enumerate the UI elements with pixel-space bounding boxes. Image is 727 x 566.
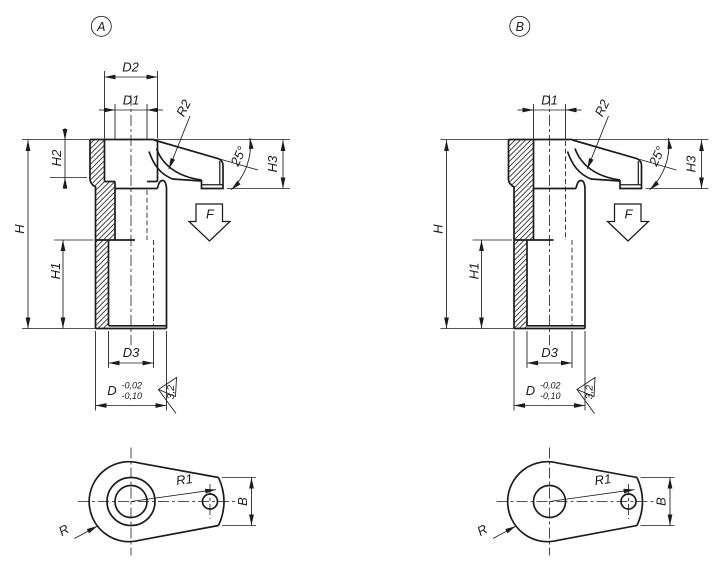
d2-extension-lines — [104, 71, 158, 139]
h1-label: H1 — [48, 263, 63, 280]
cam-underside-curve-2 — [148, 151, 202, 182]
d3-label: D3 — [123, 345, 140, 360]
r-leader — [492, 525, 517, 539]
left-wall — [89, 140, 97, 329]
nose-tangent-lines — [139, 462, 219, 542]
surface-finish-icon — [157, 376, 177, 398]
d1-label: D1 — [123, 93, 140, 108]
variant-a: A — [12, 15, 290, 556]
r-leader — [74, 525, 98, 539]
variant-b: B D1 — [431, 15, 709, 556]
force-label: F — [625, 207, 634, 222]
force-label: F — [206, 207, 215, 222]
nose-tangent-lines — [558, 462, 638, 542]
cam-underside-curve-1 — [155, 148, 202, 181]
d-label: D — [107, 383, 116, 398]
d1-label: D1 — [541, 93, 558, 108]
r1-leader — [130, 488, 217, 502]
fillet-and-right-wall — [575, 179, 586, 329]
surface-finish-icon — [576, 376, 596, 398]
d-label: D — [526, 383, 535, 398]
d-tolerance-upper: -0,02 — [122, 381, 143, 391]
surface-roughness-value: 3,2 — [165, 385, 177, 400]
angle-arc — [230, 137, 254, 191]
d3-label: D3 — [541, 345, 558, 360]
variant-a-circle — [90, 15, 112, 37]
body-circle — [506, 460, 559, 543]
r2-label: R2 — [173, 97, 194, 119]
b-label: B — [654, 497, 669, 506]
d-tolerance-lower: -0,10 — [540, 391, 561, 401]
left-wall — [507, 140, 515, 329]
r-label: R — [474, 521, 490, 539]
body-circle — [88, 460, 141, 543]
r1-label: R1 — [175, 471, 194, 488]
angle-label: 25° — [645, 144, 668, 169]
force-arrow — [187, 203, 232, 242]
front-view-b: D1 R2 25° H3 H H1 F D3 D -0,02 -0,10 — [431, 93, 709, 414]
r-label: R — [56, 521, 72, 539]
r1-leader — [549, 488, 635, 502]
angle-label: 25° — [227, 144, 250, 169]
r2-leader — [586, 115, 609, 170]
variant-b-circle — [509, 15, 531, 37]
section-hatch — [90, 140, 115, 328]
fillet-and-right-wall — [156, 179, 168, 329]
d2-label: D2 — [122, 60, 139, 75]
front-view-a: D2 D1 R2 25° H3 H2 H H1 F — [12, 60, 290, 414]
surface-finish-tail — [576, 389, 595, 414]
d-tolerance-lower: -0,10 — [122, 391, 143, 401]
d-extension-lines — [513, 331, 586, 411]
angle-arc — [649, 137, 673, 191]
h-label: H — [12, 224, 27, 234]
bottom-view-b: R1 R B — [474, 447, 675, 556]
surface-roughness-value: 3,2 — [584, 385, 596, 400]
surface-finish-tail — [158, 389, 177, 414]
force-arrow — [605, 203, 651, 242]
h-label: H — [431, 224, 446, 234]
r2-leader — [168, 115, 191, 170]
variant-b-letter: B — [516, 20, 524, 34]
h2-label: H2 — [49, 149, 64, 166]
r1-label: R1 — [594, 471, 613, 488]
d-tolerance-upper: -0,02 — [540, 381, 561, 391]
r2-label: R2 — [592, 97, 613, 119]
cam-underside-curve-1 — [574, 148, 621, 181]
b-label: B — [235, 497, 250, 506]
cam-underside-curve-2 — [566, 151, 621, 182]
d-extension-lines — [95, 331, 167, 411]
variant-a-letter: A — [96, 20, 105, 34]
h3-label: H3 — [265, 155, 280, 172]
h1-label: H1 — [467, 263, 482, 280]
section-hatch — [508, 140, 534, 328]
h3-label: H3 — [684, 155, 699, 172]
bottom-view-a: R1 R B — [56, 447, 256, 556]
